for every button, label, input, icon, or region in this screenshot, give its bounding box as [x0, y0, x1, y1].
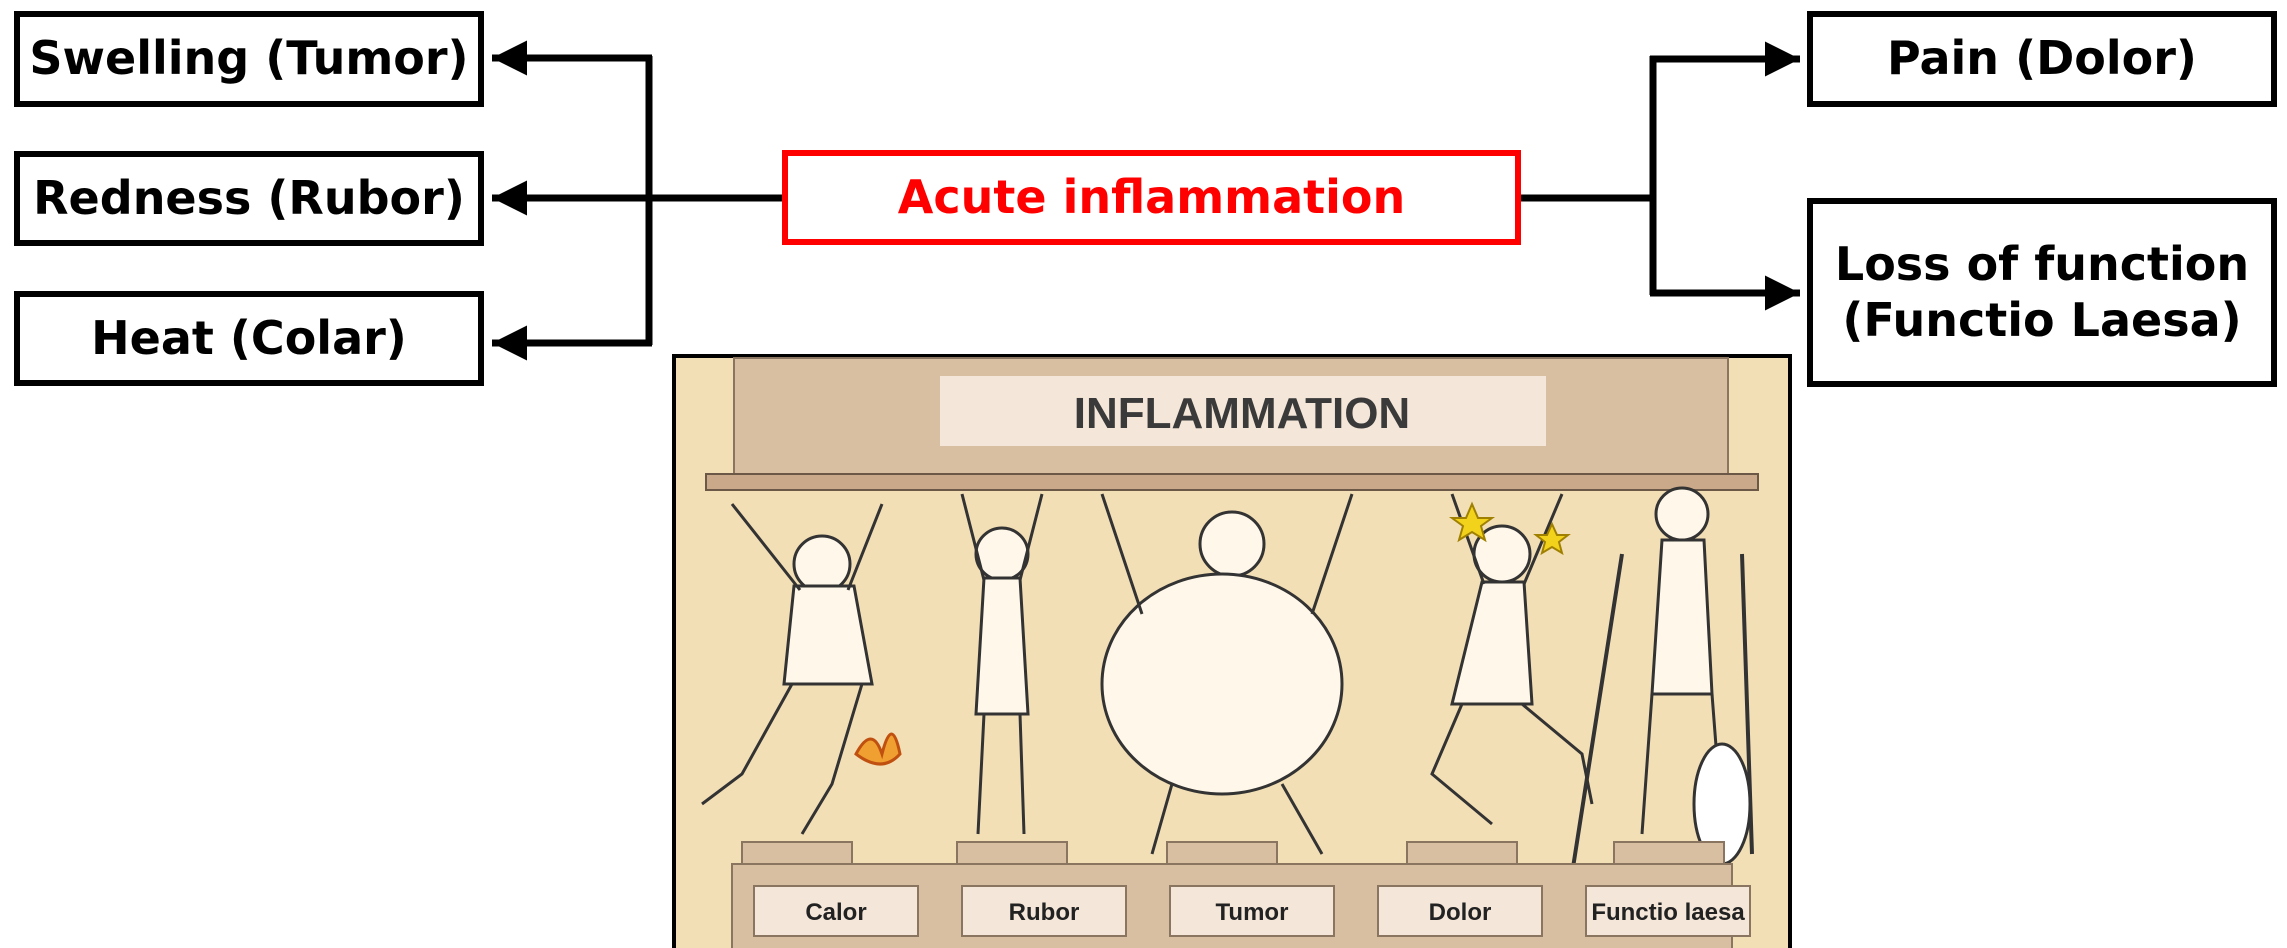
loss-of-function-label: Loss of function [1835, 237, 2249, 292]
pedestal-label-dolor: Dolor [1429, 899, 1492, 926]
inflammation-cartoon: INFLAMMATION [672, 354, 1792, 948]
acute-inflammation-box: Acute inflammation [782, 150, 1521, 245]
redness-rubor-label: Redness (Rubor) [33, 171, 465, 226]
pain-dolor-label: Pain (Dolor) [1887, 31, 2197, 86]
swelling-tumor-box: Swelling (Tumor) [14, 11, 484, 107]
functio-laesa-label: (Functio Laesa) [1842, 293, 2241, 348]
heat-colar-box: Heat (Colar) [14, 291, 484, 386]
pain-dolor-box: Pain (Dolor) [1807, 11, 2277, 107]
pedestal-label-rubor: Rubor [1009, 899, 1080, 926]
acute-inflammation-label: Acute inflammation [898, 170, 1405, 225]
pedestal-label-tumor: Tumor [1216, 899, 1289, 926]
pedestal-label-functio-laesa: Functio laesa [1591, 899, 1745, 926]
heat-colar-label: Heat (Colar) [91, 311, 407, 366]
redness-rubor-box: Redness (Rubor) [14, 151, 484, 246]
loss-of-function-box: Loss of function (Functio Laesa) [1807, 198, 2277, 387]
swelling-tumor-label: Swelling (Tumor) [29, 31, 468, 86]
cartoon-banner-text: INFLAMMATION [1074, 389, 1410, 438]
pedestal-label-calor: Calor [805, 899, 866, 926]
